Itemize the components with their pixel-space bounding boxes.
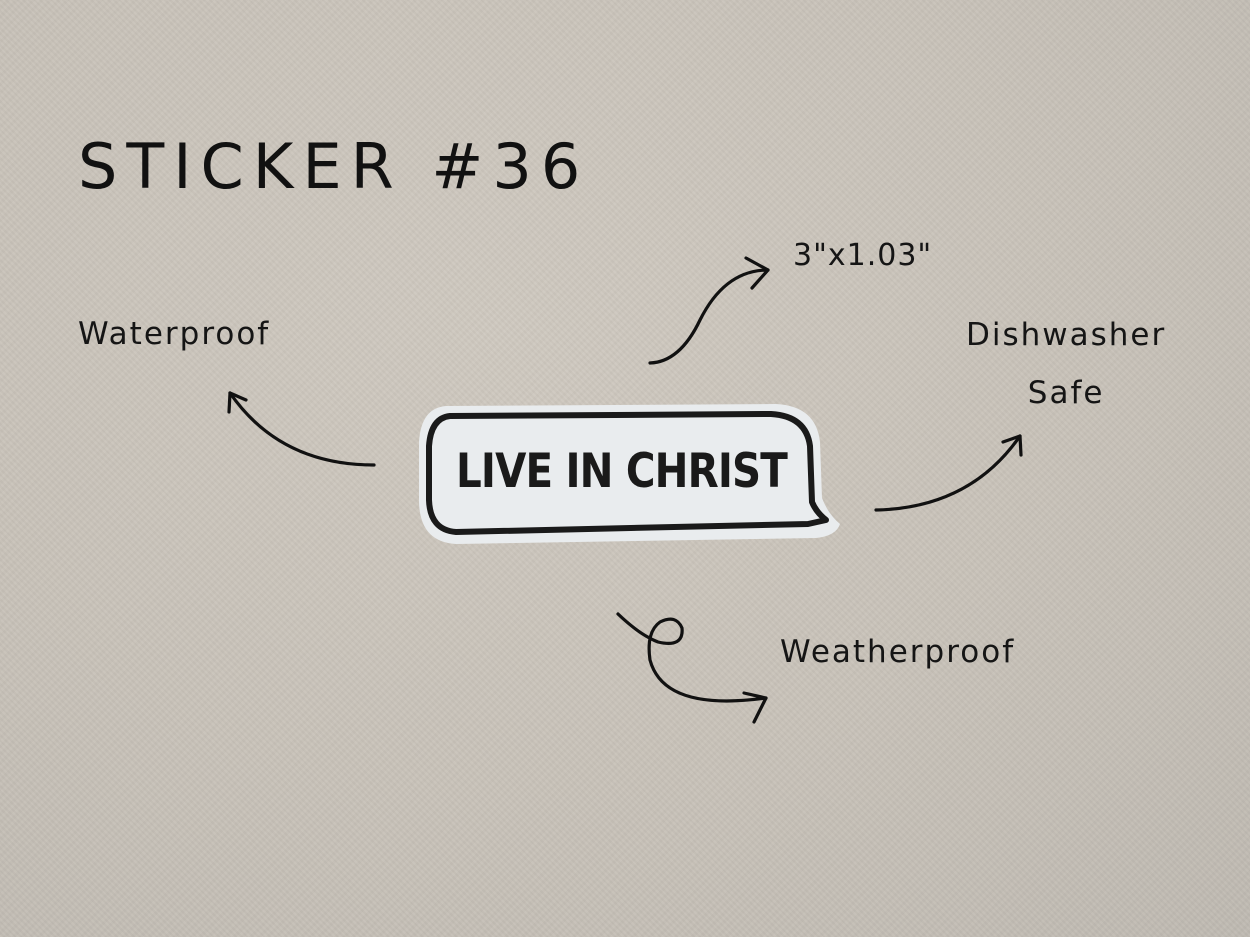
dishwasher-safe-label: Dishwasher Safe [966,306,1166,422]
waterproof-label: Waterproof [78,316,271,352]
arrow-to-weatherproof-icon [616,612,768,724]
dishwasher-line1: Dishwasher [966,317,1167,353]
page-title: STICKER #36 [78,130,590,203]
arrow-to-waterproof-icon [227,391,376,467]
arrow-to-size-icon [648,256,770,365]
arrow-to-dishwasher-icon [874,434,1023,512]
weatherproof-label: Weatherproof [780,634,1016,670]
dishwasher-line2: Safe [1027,375,1105,411]
size-label: 3"x1.03" [793,238,933,273]
sticker-speech-bubble [419,404,840,544]
sticker-text: LIVE IN CHRIST [456,444,788,499]
